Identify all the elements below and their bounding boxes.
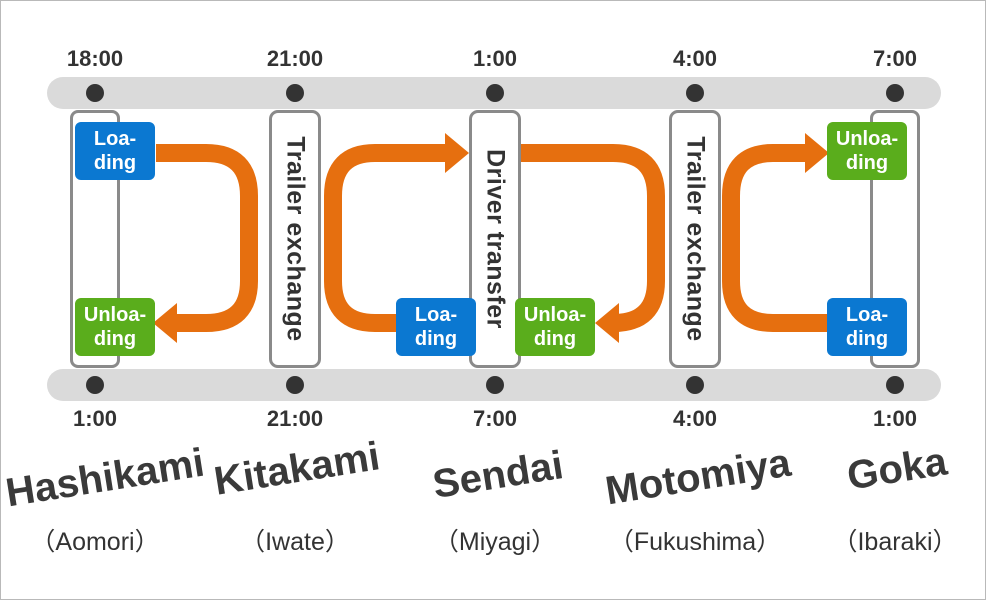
motomiya-step-box: Trailer exchange: [669, 110, 721, 368]
badge-text: ding: [93, 328, 137, 350]
timeline-dot: [86, 84, 104, 102]
sendai-unloading-badge: Unloa- ding: [515, 298, 595, 356]
badge-text: Unloa-: [83, 304, 147, 326]
timeline-dot: [686, 84, 704, 102]
badge-text: ding: [533, 328, 577, 350]
timeline-dot: [86, 376, 104, 394]
bottom-time-label: 4:00: [672, 406, 718, 431]
prefecture-aomori: （Aomori）: [30, 528, 160, 556]
top-time-label: 4:00: [672, 46, 718, 71]
prefecture-ibaraki: （Ibaraki）: [832, 528, 958, 556]
timeline-dot: [286, 84, 304, 102]
bottom-time-label: 7:00: [472, 406, 518, 431]
timeline-dot: [686, 376, 704, 394]
badge-text: Loa-: [93, 128, 137, 150]
arrowhead-hashikami: [153, 303, 177, 343]
sendai-step-box: Driver transfer: [469, 110, 521, 368]
timeline-dot: [886, 84, 904, 102]
motomiya-step-label: Trailer exchange: [681, 136, 710, 342]
hashikami-unloading-badge: Unloa- ding: [75, 298, 155, 356]
arrowhead-goka: [805, 133, 829, 173]
timeline-dot: [886, 376, 904, 394]
timeline-dot: [486, 376, 504, 394]
goka-post: [870, 110, 920, 368]
goka-unloading-badge: Unloa- ding: [827, 122, 907, 180]
arrow-goka-loop: [722, 144, 827, 332]
top-time-label: 1:00: [472, 46, 518, 71]
sendai-loading-badge: Loa- ding: [396, 298, 476, 356]
badge-text: Loa-: [414, 304, 458, 326]
timeline-dot: [286, 376, 304, 394]
badge-text: Loa-: [845, 304, 889, 326]
sendai-step-label: Driver transfer: [481, 149, 510, 329]
prefecture-miyagi: （Miyagi）: [433, 528, 557, 556]
prefecture-iwate: （Iwate）: [240, 528, 350, 556]
top-time-label: 7:00: [872, 46, 918, 71]
badge-text: ding: [93, 152, 137, 174]
kitakami-step-label: Trailer exchange: [281, 136, 310, 342]
bottom-time-label: 21:00: [266, 406, 324, 431]
badge-text: ding: [414, 328, 458, 350]
arrowhead-motomiya: [595, 303, 619, 343]
badge-text: Unloa-: [835, 128, 899, 150]
arrowhead-sendai: [445, 133, 469, 173]
arrow-sendai-to-motomiya: [519, 144, 665, 332]
bottom-time-label: 1:00: [872, 406, 918, 431]
arrow-hashikami-loop: [156, 144, 258, 332]
hashikami-loading-badge: Loa- ding: [75, 122, 155, 180]
kitakami-step-box: Trailer exchange: [269, 110, 321, 368]
badge-text: ding: [845, 152, 889, 174]
badge-text: ding: [845, 328, 889, 350]
timeline-dot: [486, 84, 504, 102]
prefecture-fukushima: （Fukushima）: [608, 528, 782, 556]
badge-text: Unloa-: [523, 304, 587, 326]
hashikami-post: [70, 110, 120, 368]
top-time-label: 18:00: [66, 46, 124, 71]
bottom-time-label: 1:00: [72, 406, 118, 431]
goka-loading-badge: Loa- ding: [827, 298, 907, 356]
top-time-label: 21:00: [266, 46, 324, 71]
arrow-kitakami-to-sendai: [324, 144, 447, 332]
